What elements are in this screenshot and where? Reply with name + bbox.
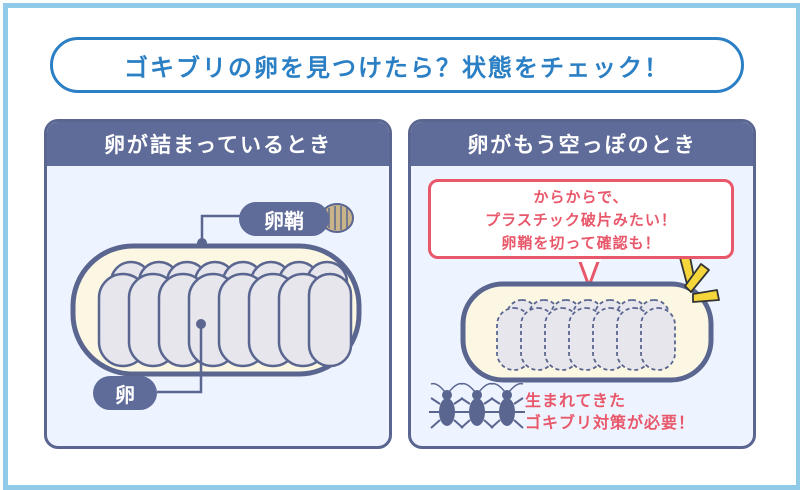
label-egg: 卵 [93, 376, 157, 410]
egg-pointer-dot [196, 319, 206, 329]
panel-header-full: 卵が詰まっているとき [47, 122, 389, 166]
warning-note: 生まれてきた ゴキブリ対策が必要！ [525, 390, 735, 434]
panel-full-eggs: 卵が詰まっているとき [44, 119, 392, 449]
note-line-1: 生まれてきた [525, 391, 627, 410]
ootheca-icon [320, 203, 354, 233]
egg-row-front [97, 272, 353, 368]
page-title: ゴキブリの卵を見つけたら？状態をチェック！ [50, 37, 744, 93]
note-line-2: ゴキブリ対策が必要！ [525, 413, 696, 432]
label-ootheca: 卵鞘 [239, 202, 329, 236]
cockroach-icon [429, 382, 465, 429]
empty-egg-outlines [496, 299, 676, 371]
ootheca-pointer-line [200, 214, 247, 242]
ootheca-pointer-dot [197, 238, 207, 248]
panel-empty-eggs: 卵がもう空っぽのとき [408, 119, 756, 449]
speech-bubble: からからで、 プラスチック破片みたい！ 卵鞘を切って確認も！ [428, 179, 734, 259]
egg-pointer-line [157, 324, 203, 394]
full-ootheca-illustration [70, 203, 362, 394]
cockroach-icon [489, 382, 525, 429]
cockroach-icon [459, 382, 495, 429]
panel-header-empty: 卵がもう空っぽのとき [411, 122, 753, 166]
speech-line-1: からからで、 [533, 188, 629, 206]
crackle-marks-icon [678, 251, 720, 303]
speech-line-3: 卵鞘を切って確認も！ [501, 234, 661, 252]
cockroach-icons [429, 382, 525, 429]
speech-line-2: プラスチック破片みたい！ [485, 211, 677, 229]
empty-ootheca-illustration [429, 251, 720, 429]
